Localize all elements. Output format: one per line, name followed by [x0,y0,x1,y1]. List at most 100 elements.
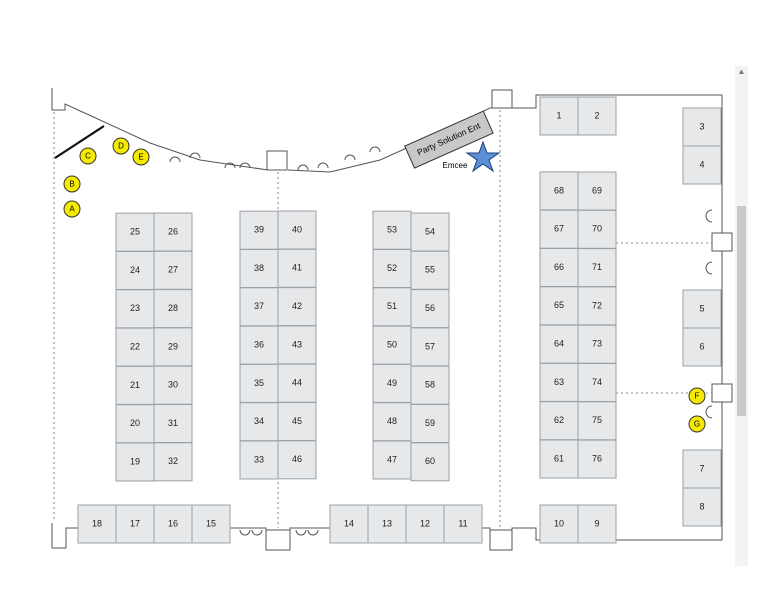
booth-32[interactable]: 32 [153,442,193,482]
booth-54[interactable]: 54 [410,212,450,252]
marker-b[interactable]: B [63,175,81,193]
booth-13[interactable]: 13 [367,504,407,544]
booth-65[interactable]: 65 [539,286,579,326]
booth-number: 5 [699,303,704,313]
booth-11[interactable]: 11 [443,504,483,544]
booth-34[interactable]: 34 [239,402,279,442]
booth-box [539,504,579,544]
booth-20[interactable]: 20 [115,404,155,444]
booth-8[interactable]: 8 [682,487,722,527]
booth-71[interactable]: 71 [577,248,617,288]
booth-47[interactable]: 47 [372,440,412,480]
booth-number: 7 [699,463,704,473]
booth-5[interactable]: 5 [682,289,722,329]
marker-g[interactable]: G [688,415,706,433]
booth-10[interactable]: 10 [539,504,579,544]
star-icon [465,140,501,173]
booth-68[interactable]: 68 [539,171,579,211]
booth-70[interactable]: 70 [577,209,617,249]
booth-72[interactable]: 72 [577,286,617,326]
booth-45[interactable]: 45 [277,402,317,441]
vertical-scrollbar[interactable]: ▲ [735,66,748,566]
booth-6[interactable]: 6 [682,327,722,367]
booth-42[interactable]: 42 [277,287,317,327]
booth-52[interactable]: 52 [372,249,412,288]
booth-box [410,327,450,367]
booth-21[interactable]: 21 [115,365,155,405]
booth-15[interactable]: 15 [191,504,231,544]
booth-number: 37 [254,301,264,311]
booth-50[interactable]: 50 [372,325,412,365]
booth-box [682,327,722,367]
booth-35[interactable]: 35 [239,363,279,403]
booth-69[interactable]: 69 [577,171,617,211]
booth-64[interactable]: 64 [539,324,579,364]
booth-46[interactable]: 46 [277,440,317,480]
booth-23[interactable]: 23 [115,289,155,329]
scroll-up-arrow-icon[interactable]: ▲ [737,67,746,76]
booth-17[interactable]: 17 [115,504,155,544]
booth-76[interactable]: 76 [577,439,617,479]
booth-26[interactable]: 26 [153,212,193,252]
booth-7[interactable]: 7 [682,449,722,489]
booth-30[interactable]: 30 [153,365,193,405]
booth-22[interactable]: 22 [115,327,155,367]
booth-41[interactable]: 41 [277,248,317,288]
booth-31[interactable]: 31 [153,404,193,443]
booth-1[interactable]: 1 [539,96,579,136]
booth-44[interactable]: 44 [277,363,317,403]
booth-38[interactable]: 38 [239,249,279,288]
booth-number: 74 [592,377,602,387]
marker-f[interactable]: F [688,387,706,405]
booth-number: 46 [292,454,302,464]
marker-a[interactable]: A [63,200,81,218]
booth-28[interactable]: 28 [153,289,193,329]
booth-number: 34 [254,416,264,426]
booth-73[interactable]: 73 [577,324,617,364]
booth-box [372,325,412,365]
booth-62[interactable]: 62 [539,401,579,441]
booth-box [329,504,369,544]
booth-29[interactable]: 29 [153,327,193,367]
booth-4[interactable]: 4 [682,145,722,185]
booth-24[interactable]: 24 [115,251,155,290]
booth-63[interactable]: 63 [539,362,579,402]
booth-48[interactable]: 48 [372,402,412,442]
booth-40[interactable]: 40 [277,210,317,250]
booth-60[interactable]: 60 [410,442,450,482]
booth-33[interactable]: 33 [239,440,279,480]
marker-c[interactable]: C [79,147,97,165]
booth-19[interactable]: 19 [115,442,155,482]
booth-9[interactable]: 9 [577,504,617,544]
booth-16[interactable]: 16 [153,504,193,544]
booth-75[interactable]: 75 [577,401,617,441]
booth-51[interactable]: 51 [372,287,412,327]
booth-61[interactable]: 61 [539,439,579,479]
booth-49[interactable]: 49 [372,363,412,403]
booth-58[interactable]: 58 [410,365,450,405]
booth-56[interactable]: 56 [410,289,450,329]
booth-59[interactable]: 59 [410,404,450,443]
booth-number: 29 [168,341,178,351]
booth-43[interactable]: 43 [277,325,317,365]
booth-67[interactable]: 67 [539,209,579,249]
booth-36[interactable]: 36 [239,325,279,365]
marker-e[interactable]: E [132,148,150,166]
booth-66[interactable]: 66 [539,248,579,287]
booth-3[interactable]: 3 [682,107,722,147]
booth-14[interactable]: 14 [329,504,369,544]
booth-25[interactable]: 25 [115,212,155,252]
booth-2[interactable]: 2 [577,96,617,136]
booth-74[interactable]: 74 [577,363,617,402]
booth-53[interactable]: 53 [372,210,412,250]
scroll-thumb[interactable] [737,206,746,416]
booth-55[interactable]: 55 [410,250,450,290]
booth-number: 73 [592,339,602,349]
booth-37[interactable]: 37 [239,287,279,327]
booth-12[interactable]: 12 [405,504,445,544]
marker-d[interactable]: D [112,137,130,155]
booth-18[interactable]: 18 [77,504,117,544]
booth-57[interactable]: 57 [410,327,450,367]
booth-27[interactable]: 27 [153,250,193,290]
booth-39[interactable]: 39 [239,210,279,250]
